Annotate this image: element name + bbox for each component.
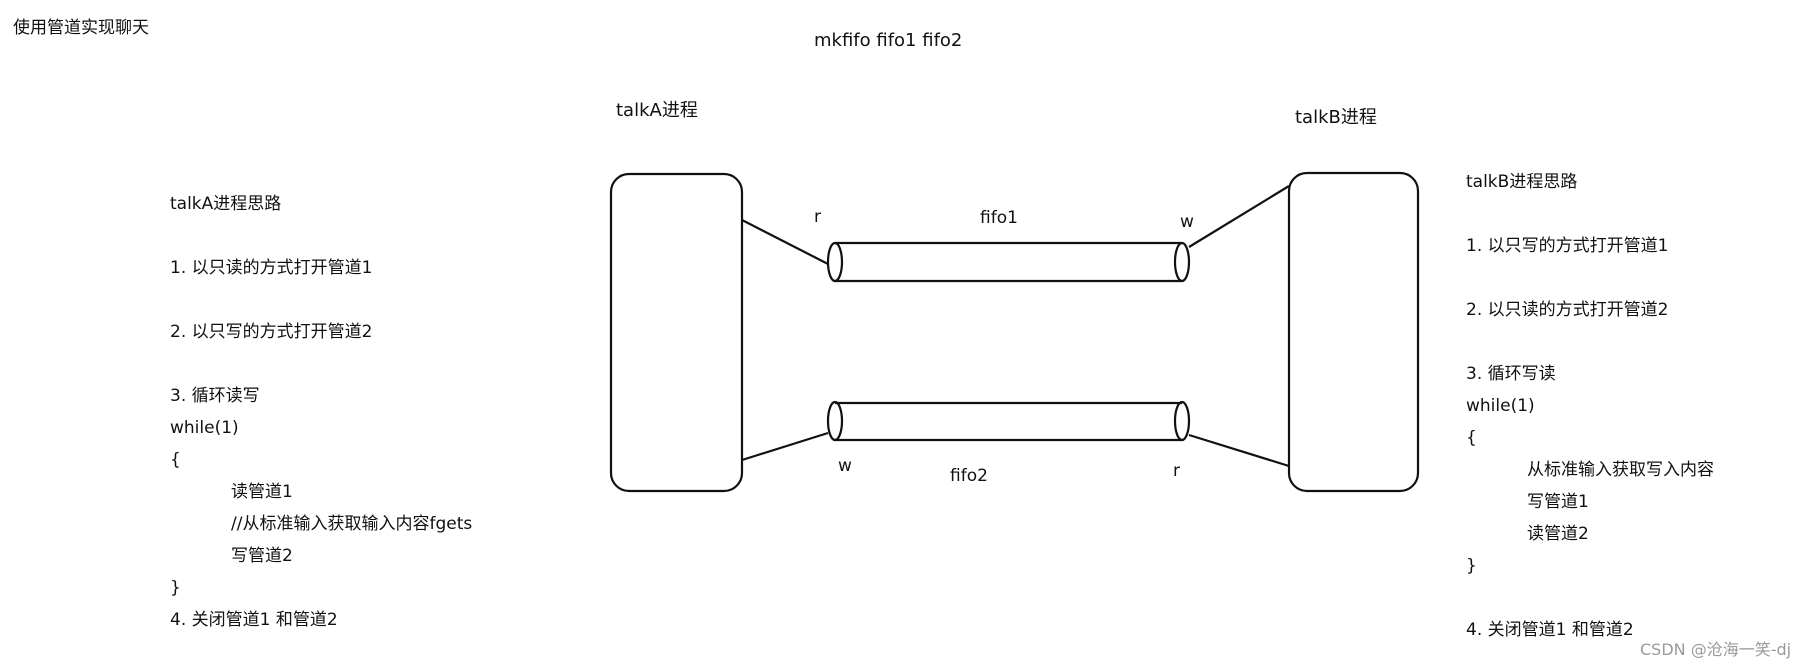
- talkb-notes-line: [1466, 326, 1714, 358]
- page-title: 使用管道实现聊天: [13, 18, 149, 38]
- fifo1-left-end: [826, 241, 844, 283]
- command-label: mkfifo fifo1 fifo2: [814, 30, 963, 51]
- talka-notes-line: 1. 以只读的方式打开管道1: [170, 258, 373, 278]
- talka-notes-line: 4. 关闭管道1 和管道2: [170, 610, 338, 630]
- talka-notes-line: [170, 220, 472, 252]
- fifo2-pipe: [826, 400, 1191, 442]
- talkb-notes-title: talkB进程思路: [1466, 172, 1578, 192]
- connector-talka-fifo1: [741, 219, 829, 265]
- talka-notes-line: //从标准输入获取输入内容fgets: [231, 514, 473, 534]
- talkb-notes: talkB进程思路 1. 以只写的方式打开管道1 2. 以只读的方式打开管道2 …: [1466, 166, 1714, 646]
- fifo2-left-end: [826, 400, 844, 442]
- talka-notes-line: 2. 以只写的方式打开管道2: [170, 322, 373, 342]
- talkb-notes-line: 4. 关闭管道1 和管道2: [1466, 620, 1634, 640]
- talka-notes-line: 读管道1: [231, 482, 293, 502]
- fifo1-right-end: [1173, 241, 1191, 283]
- talka-notes-line: [170, 284, 472, 316]
- talkb-notes-line: 2. 以只读的方式打开管道2: [1466, 300, 1669, 320]
- connector-talka-fifo2: [741, 431, 829, 462]
- talka-notes-line: while(1): [170, 418, 239, 438]
- talka-notes-line: 写管道2: [231, 546, 293, 566]
- fifo2-left-mode: w: [838, 456, 852, 476]
- talkb-notes-line: 3. 循环写读: [1466, 364, 1556, 384]
- fifo1-pipe: [826, 241, 1191, 283]
- talkb-process-box: [1287, 171, 1420, 493]
- fifo2-right-end: [1173, 400, 1191, 442]
- fifo1-right-mode: w: [1180, 212, 1194, 232]
- talkb-notes-line: 写管道1: [1527, 492, 1589, 512]
- talka-notes-line: }: [170, 578, 181, 598]
- talkb-notes-line: }: [1466, 556, 1477, 576]
- talka-process-box: [609, 172, 744, 493]
- talka-notes-line: {: [170, 450, 181, 470]
- talkb-notes-line: [1466, 262, 1714, 294]
- fifo2-name: fifo2: [950, 466, 988, 486]
- talkb-notes-line: 从标准输入获取写入内容: [1527, 460, 1714, 480]
- talka-notes-line: 3. 循环读写: [170, 386, 260, 406]
- fifo1-left-mode: r: [814, 207, 821, 227]
- connector-fifo2-talkb: [1188, 433, 1290, 468]
- talkb-notes-line: 1. 以只写的方式打开管道1: [1466, 236, 1669, 256]
- talka-notes-line: [170, 348, 472, 380]
- talkb-notes-line: [1466, 582, 1714, 614]
- connector-fifo1-talkb: [1188, 185, 1290, 248]
- watermark: CSDN @沧海一笑-dj: [1640, 640, 1792, 659]
- talkb-notes-line: while(1): [1466, 396, 1535, 416]
- talka-notes: talkA进程思路 1. 以只读的方式打开管道1 2. 以只写的方式打开管道2 …: [170, 188, 472, 636]
- fifo2-right-mode: r: [1173, 461, 1180, 481]
- talkb-process-label: talkB进程: [1295, 107, 1377, 128]
- talkb-notes-line: [1466, 198, 1714, 230]
- talka-notes-title: talkA进程思路: [170, 194, 282, 214]
- talkb-notes-line: 读管道2: [1527, 524, 1589, 544]
- talkb-notes-line: {: [1466, 428, 1477, 448]
- fifo1-name: fifo1: [980, 208, 1018, 228]
- talka-process-label: talkA进程: [616, 100, 698, 121]
